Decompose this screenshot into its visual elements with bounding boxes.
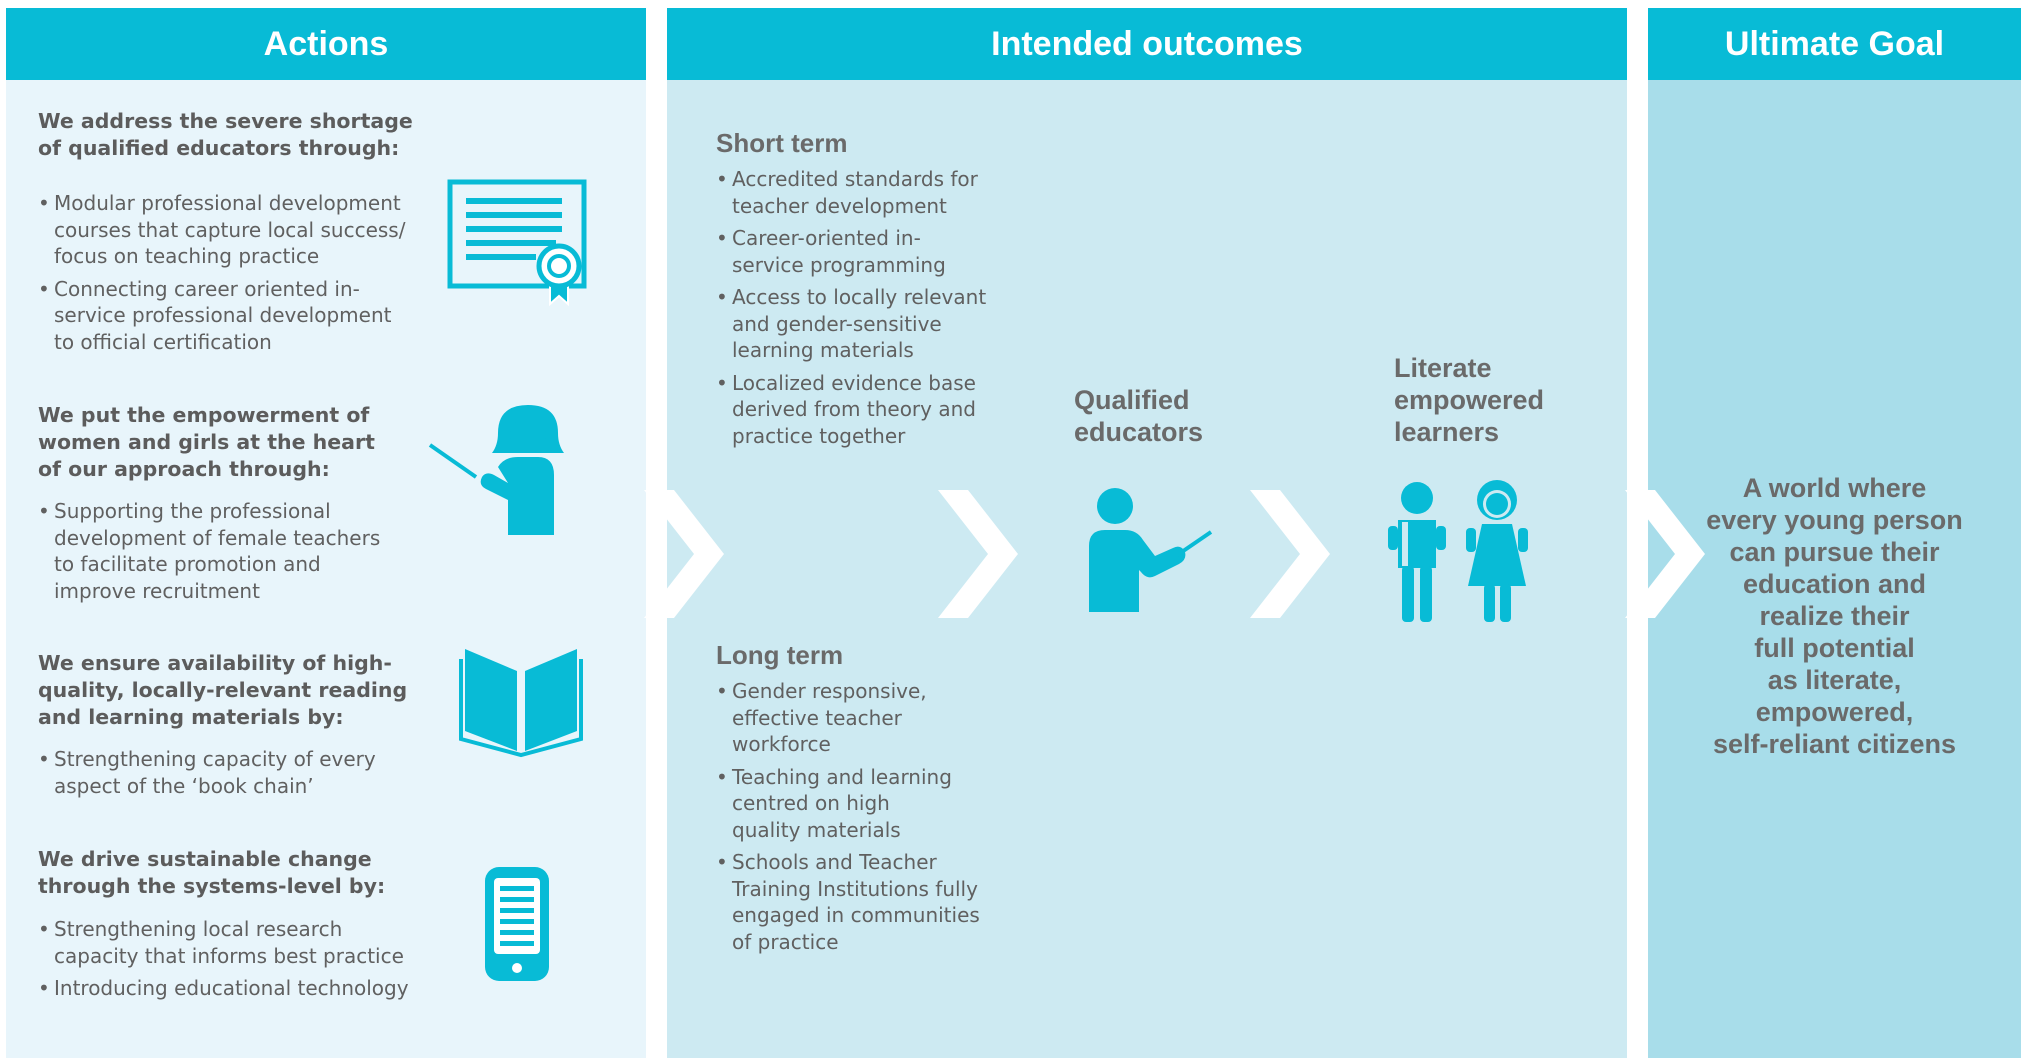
action-1-title: We address the severe shortage of qualif… [38,109,413,160]
action-4-bullet: Introducing educational technology [38,975,438,1002]
short-term-bullet: Accredited standards for teacher develop… [716,166,1016,219]
goal-header: Ultimate Goal [1648,8,2021,80]
action-3-title: We ensure availability of high- quality,… [38,651,408,729]
goal-body: A world where every young person can pur… [1648,80,2021,1058]
action-2-title: We put the empowerment of women and girl… [38,403,375,481]
action-1-bullet: Modular professional development courses… [38,190,428,270]
chevron-right-icon [1625,490,1705,618]
students-icon [1388,480,1528,622]
chevron-right-icon [938,490,1018,618]
action-1-bullets: Modular professional development courses… [38,190,428,361]
long-term-bullet: Schools and Teacher Training Institution… [716,849,1016,955]
short-term-bullet: Localized evidence base derived from the… [716,370,1016,450]
action-3-bullets: Strengthening capacity of every aspect o… [38,746,428,805]
long-term-bullet: Gender responsive, effective teacher wor… [716,678,1016,758]
open-book-icon [459,649,583,758]
teacher-icon [1089,488,1213,612]
long-term-bullets: Gender responsive, effective teacher wor… [716,678,1016,961]
outcomes-body: Short term Accredited standards for teac… [667,80,1627,1058]
qualified-educators-label: Qualified educators [1074,385,1204,447]
goal-statement: A world where every young person can pur… [1706,473,1963,759]
short-term-bullet: Career-oriented in- service programming [716,225,1016,278]
action-4-bullets: Strengthening local research capacity th… [38,916,438,1008]
actions-header: Actions [6,8,646,80]
short-term-bullet: Access to locally relevant and gender-se… [716,284,1016,364]
goal-panel: Ultimate Goal A world where every young … [1648,8,2021,1058]
action-3-bullet: Strengthening capacity of every aspect o… [38,746,428,799]
chevron-right-icon [1250,490,1330,618]
action-4-bullet: Strengthening local research capacity th… [38,916,438,969]
female-teacher-icon [428,405,564,535]
long-term-bullet: Teaching and learning centred on high qu… [716,764,1016,844]
literate-learners-label: Literate empowered learners [1394,353,1545,447]
action-2-bullets: Supporting the professional development … [38,498,428,610]
long-term-heading: Long term [716,640,844,670]
short-term-heading: Short term [716,128,848,158]
action-4-title: We drive sustainable change through the … [38,847,386,898]
short-term-bullets: Accredited standards for teacher develop… [716,166,1016,455]
outcomes-panel: Intended outcomes Short term Accredited … [667,8,1627,1058]
actions-panel: Actions We address the severe shortage o… [6,8,646,1058]
action-1-bullet: Connecting career oriented in- service p… [38,276,428,356]
tablet-icon [485,867,549,981]
certificate-icon [447,179,587,307]
chevron-right-icon [644,490,724,618]
outcomes-header: Intended outcomes [667,8,1627,80]
actions-body: We address the severe shortage of qualif… [6,80,646,1058]
action-2-bullet: Supporting the professional development … [38,498,428,604]
